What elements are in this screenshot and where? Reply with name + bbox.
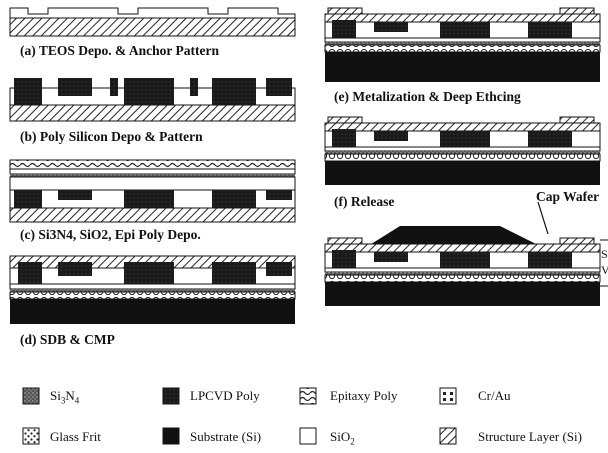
legend-label-structure: Structure Layer (Si) (478, 429, 582, 444)
side-cut-label-s: S (601, 247, 608, 261)
side-cut-label-v: V (601, 263, 608, 277)
caption-step-g: (g) Wafer Level Vacuum Packaging (334, 281, 538, 296)
legend-label-frit: Glass Frit (50, 429, 101, 444)
step-g-cross-section (324, 201, 608, 306)
legend-swatch-frit (22, 427, 40, 445)
legend-swatch-si3n4 (22, 387, 40, 405)
step-a-cross-section (9, 7, 296, 37)
step-b-cross-section (9, 78, 296, 122)
legend-label-crau: Cr/Au (478, 388, 511, 403)
legend-label-sio2: SiO2 (330, 429, 355, 447)
caption-step-d: (d) SDB & CMP (20, 332, 115, 347)
legend-swatch-substrate (162, 427, 180, 445)
caption-step-a: (a) TEOS Depo. & Anchor Pattern (20, 43, 219, 58)
caption-step-f: (f) Release (334, 194, 395, 209)
cap-wafer-label: Cap Wafer (536, 189, 600, 204)
legend-label-substrate: Substrate (Si) (190, 429, 262, 444)
caption-step-e: (e) Metalization & Deep Ethcing (334, 89, 521, 104)
step-c-cross-section (9, 159, 296, 223)
legend-swatch-epi (299, 387, 317, 405)
step-f-cross-section (324, 116, 601, 185)
step-e-cross-section (324, 7, 601, 82)
step-d-cross-section (9, 255, 296, 324)
legend-swatch-structure (439, 427, 457, 445)
caption-step-c: (c) Si3N4, SiO2, Epi Poly Depo. (20, 227, 201, 242)
legend-swatch-sio2 (299, 427, 317, 445)
legend-swatch-lpcvd (162, 387, 180, 405)
legend-label-lpcvd: LPCVD Poly (190, 388, 260, 403)
legend-label-epi: Epitaxy Poly (330, 388, 398, 403)
cap-wafer-leader (537, 201, 549, 235)
legend-swatch-crau (439, 387, 457, 405)
caption-step-b: (b) Poly Silicon Depo & Pattern (20, 129, 203, 144)
legend-label-si3n4: Si3N4 (50, 388, 80, 406)
legend-swatches (22, 387, 457, 445)
